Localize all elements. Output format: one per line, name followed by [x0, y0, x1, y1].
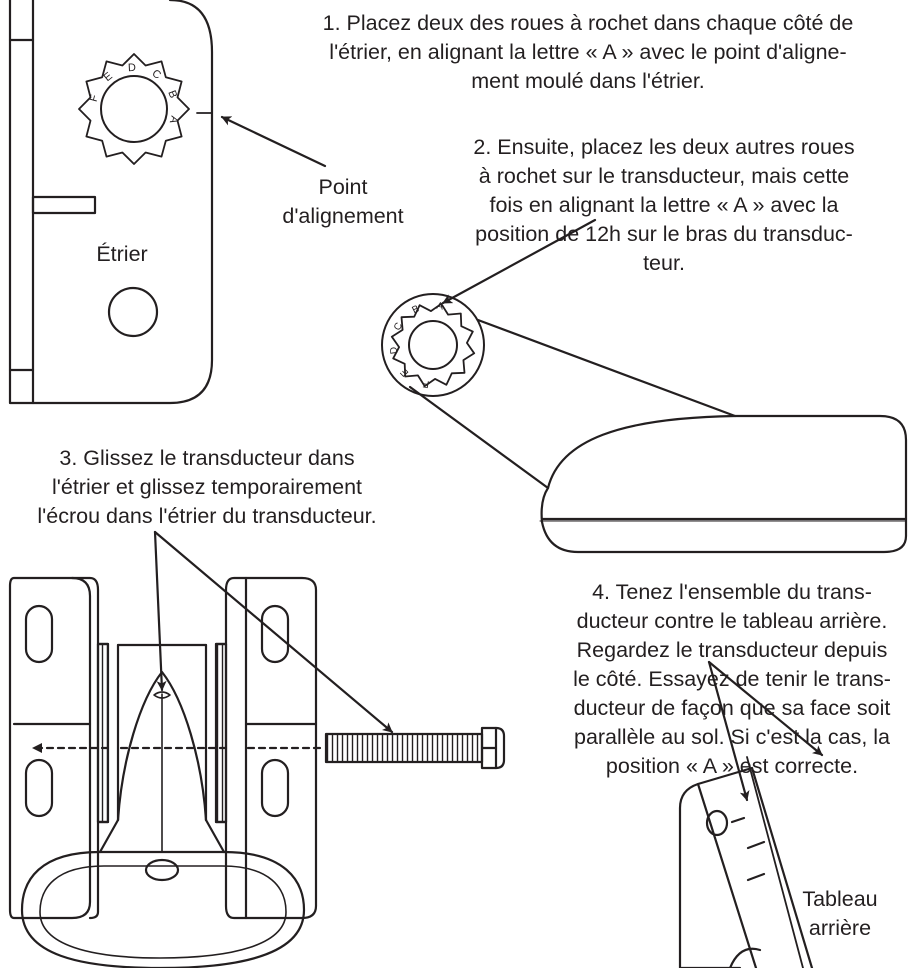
ratchet-letter: F — [88, 93, 101, 103]
ratchet-letter: B — [165, 89, 179, 100]
alignment-point-label: Point d'alignement — [282, 175, 404, 228]
transom-label: Tableau arrière — [802, 887, 878, 940]
ratchet-letter: A — [436, 301, 445, 313]
ratchet-letter: B — [410, 303, 421, 316]
ratchet-letter: F — [422, 377, 430, 389]
step-3-text: 3. Glissez le transducteur dans l'étrier… — [37, 446, 377, 528]
step-2-text: 2. Ensuite, placez les deux autres roues… — [473, 135, 855, 275]
transom-view — [678, 756, 814, 968]
ratchet-outer-ring — [381, 293, 485, 397]
ratchet-letter: D — [128, 62, 137, 74]
step-1-text: 1. Placez deux des roues à rochet dans c… — [322, 11, 854, 93]
ratchet-letter: A — [167, 115, 181, 126]
alignment-point-arrow — [220, 115, 327, 168]
step-4-text: 4. Tenez l'ensemble du trans- ducteur co… — [573, 580, 891, 778]
ratchet-letter: C — [150, 67, 163, 81]
arm-arrow — [153, 530, 167, 692]
ratchet-letter: C — [392, 321, 405, 333]
ratchet-letter: E — [102, 70, 115, 84]
exploded-assembly — [8, 576, 506, 968]
transom-arrow — [707, 660, 824, 757]
nut-arrow — [153, 530, 394, 734]
transducer-side-view — [381, 293, 908, 554]
face-arrow — [707, 660, 750, 802]
bracket-label: Étrier — [96, 242, 148, 266]
ratchet-arrow — [441, 218, 597, 305]
ratchet-letter: D — [388, 346, 400, 355]
bracket-side-view — [8, 0, 214, 405]
